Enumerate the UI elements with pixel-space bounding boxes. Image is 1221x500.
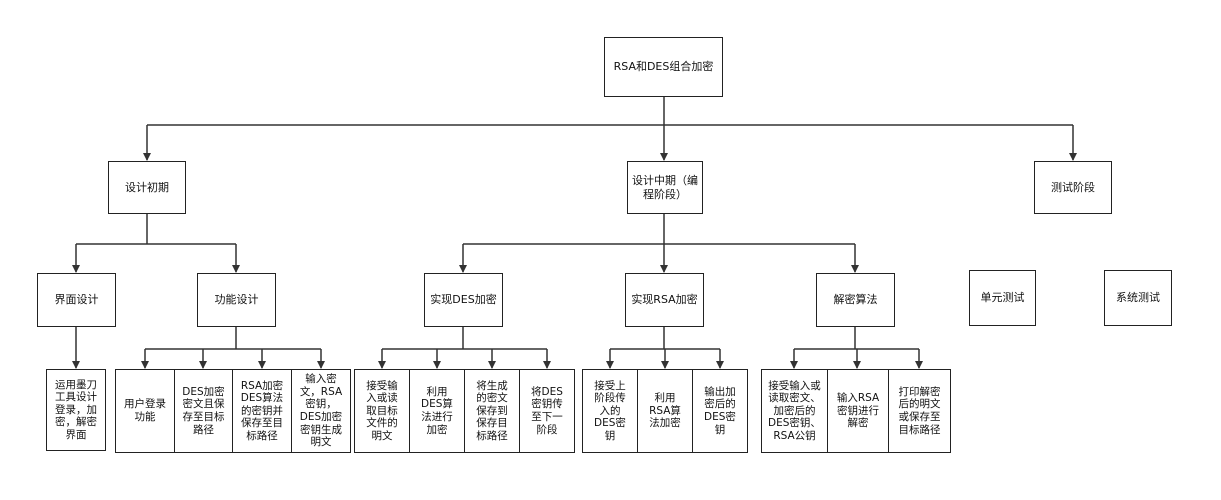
decrypt-algorithm-node: 解密算法: [816, 273, 895, 327]
rsa-leaf-2: 利用 RSA算 法加密: [637, 369, 693, 453]
ui-design-node: 界面设计: [37, 273, 116, 327]
root-node: RSA和DES组合加密: [604, 37, 723, 97]
func-leaf-2: DES加密 密文且保 存至目标 路径: [174, 369, 233, 453]
func-leaf-1: 用户登录 功能: [115, 369, 175, 453]
des-leaf-3: 将生成 的密文 保存到 保存目 标路径: [464, 369, 520, 453]
function-design-node: 功能设计: [197, 273, 276, 327]
des-encrypt-node: 实现DES加密: [424, 273, 503, 327]
design-early-node: 设计初期: [108, 161, 186, 214]
rsa-encrypt-node: 实现RSA加密: [625, 273, 704, 327]
system-test-node: 系统测试: [1104, 270, 1172, 326]
des-leaf-4: 将DES 密钥传 至下一 阶段: [519, 369, 575, 453]
decrypt-leaf-1: 接受输入或 读取密文、 加密后的 DES密钥、 RSA公钥: [761, 369, 828, 453]
decrypt-leaf-2: 输入RSA 密钥进行 解密: [827, 369, 889, 453]
rsa-leaf-3: 输出加 密后的 DES密 钥: [692, 369, 748, 453]
ui-design-leaf: 运用墨刀 工具设计 登录，加 密，解密 界面: [46, 369, 106, 451]
design-mid-node: 设计中期（编 程阶段）: [627, 161, 703, 214]
decrypt-leaf-3: 打印解密 后的明文 或保存至 目标路径: [888, 369, 951, 453]
rsa-leaf-1: 接受上 阶段传 入的 DES密 钥: [582, 369, 638, 453]
des-leaf-1: 接受输 入或读 取目标 文件的 明文: [354, 369, 410, 453]
unit-test-node: 单元测试: [969, 270, 1036, 326]
func-leaf-3: RSA加密 DES算法 的密钥并 保存至目 标路径: [232, 369, 292, 453]
func-leaf-4: 输入密 文，RSA 密钥， DES加密 密钥生成 明文: [291, 369, 351, 453]
test-phase-node: 测试阶段: [1034, 161, 1112, 214]
des-leaf-2: 利用 DES算 法进行 加密: [409, 369, 465, 453]
